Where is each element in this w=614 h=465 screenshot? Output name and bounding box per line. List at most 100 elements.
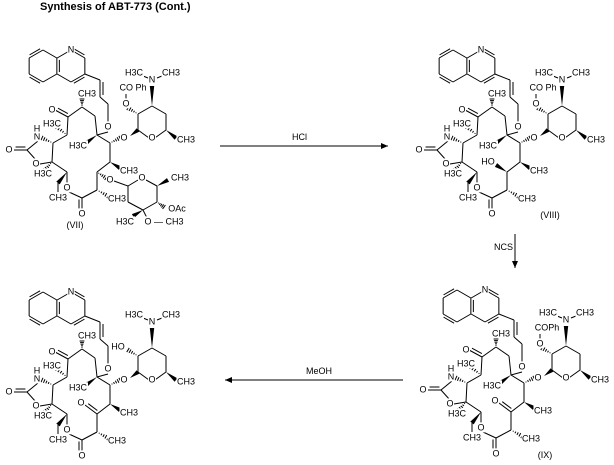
methyl-label: CH3	[108, 435, 126, 445]
quinoline-nitrogen: N	[478, 44, 485, 54]
wedge-bond	[56, 172, 67, 185]
bond	[478, 191, 493, 199]
bond	[456, 377, 460, 381]
bond	[102, 174, 106, 179]
arrow-hcl: HCl	[220, 132, 388, 149]
bond	[81, 348, 96, 359]
wedge-bond	[166, 130, 178, 140]
bond	[66, 116, 69, 136]
bond	[94, 357, 98, 378]
bond	[477, 106, 493, 118]
ketone-oxygen: O	[48, 104, 55, 114]
bond	[59, 128, 63, 132]
wedge-bond	[56, 414, 67, 427]
methyl-label: H3C	[69, 382, 88, 392]
bond	[518, 432, 522, 437]
hydroxyl-label: HO	[481, 156, 495, 166]
ring-oxygen: O	[32, 400, 39, 410]
methyl-label: CH3	[120, 407, 138, 417]
bond	[463, 402, 466, 405]
bond	[483, 76, 495, 84]
bond	[42, 73, 58, 83]
methyl-label: H3C	[448, 408, 467, 418]
wedge-bond	[149, 86, 155, 106]
compound-label: (VII)	[67, 220, 84, 230]
bond	[459, 378, 462, 382]
bond	[478, 372, 480, 375]
bond	[466, 374, 482, 384]
lactone-oxygen: O	[63, 182, 70, 192]
bond	[133, 110, 135, 113]
carbamate-nitrogen: N	[34, 131, 41, 141]
wedge-bond	[576, 130, 588, 140]
bond	[62, 130, 64, 133]
bond	[68, 433, 83, 441]
bond	[561, 105, 577, 115]
methyl-label: H3C	[457, 358, 476, 368]
bond	[458, 164, 461, 167]
bond	[438, 73, 454, 83]
ether-oxygen: O	[104, 121, 111, 131]
bond	[126, 347, 130, 353]
bond	[104, 192, 108, 197]
bond	[491, 189, 508, 199]
bond	[440, 380, 453, 391]
methyl-label: H3C	[479, 140, 498, 150]
methyl-label: CH3	[572, 67, 590, 77]
bond	[498, 313, 515, 321]
bond	[26, 149, 37, 161]
bond	[481, 346, 497, 358]
methyl-label: H3C	[535, 67, 554, 77]
bond	[566, 75, 573, 79]
bond	[137, 347, 153, 357]
bond	[465, 382, 468, 403]
reagent-label: NCS	[494, 242, 513, 252]
methyl-label: CH3	[591, 374, 609, 384]
bond	[449, 161, 463, 165]
bond	[116, 379, 120, 383]
bond	[461, 142, 464, 163]
ring-oxygen: O	[148, 132, 155, 142]
bond	[62, 372, 64, 375]
bond	[471, 347, 483, 354]
bond	[52, 134, 68, 144]
amine-nitrogen: N	[149, 74, 156, 84]
bond	[151, 347, 167, 357]
bond	[498, 402, 512, 413]
glycosidic-oxygen: O	[530, 132, 537, 142]
bond	[68, 191, 83, 199]
bond	[457, 139, 460, 143]
bond	[476, 116, 479, 136]
bond	[46, 407, 50, 411]
arrow-ncs: NCS	[494, 234, 518, 268]
benzoyl-label: COPh	[535, 322, 560, 332]
ring-oxygen: O	[32, 158, 39, 168]
bond	[487, 316, 499, 324]
bond	[470, 313, 486, 323]
bond	[96, 131, 109, 136]
bond	[99, 96, 109, 105]
bond	[100, 191, 103, 194]
bond	[52, 376, 68, 386]
hydroxyl-label: HO	[111, 341, 125, 351]
bond	[480, 356, 483, 376]
bond	[101, 174, 104, 178]
bond	[439, 48, 451, 56]
bond	[462, 404, 465, 407]
methyl-label: CH3	[162, 67, 180, 77]
hydrogen-label: H	[34, 365, 41, 375]
bond	[551, 345, 567, 355]
bond	[547, 350, 549, 353]
bond	[137, 371, 150, 381]
ring-oxygen: O	[442, 158, 449, 168]
bond	[64, 374, 66, 377]
bond	[483, 48, 495, 56]
methyl-label: CH3	[492, 328, 510, 338]
bond	[73, 48, 85, 56]
quinoline-nitrogen: N	[68, 286, 75, 296]
bond	[39, 403, 53, 407]
bond	[28, 49, 44, 59]
